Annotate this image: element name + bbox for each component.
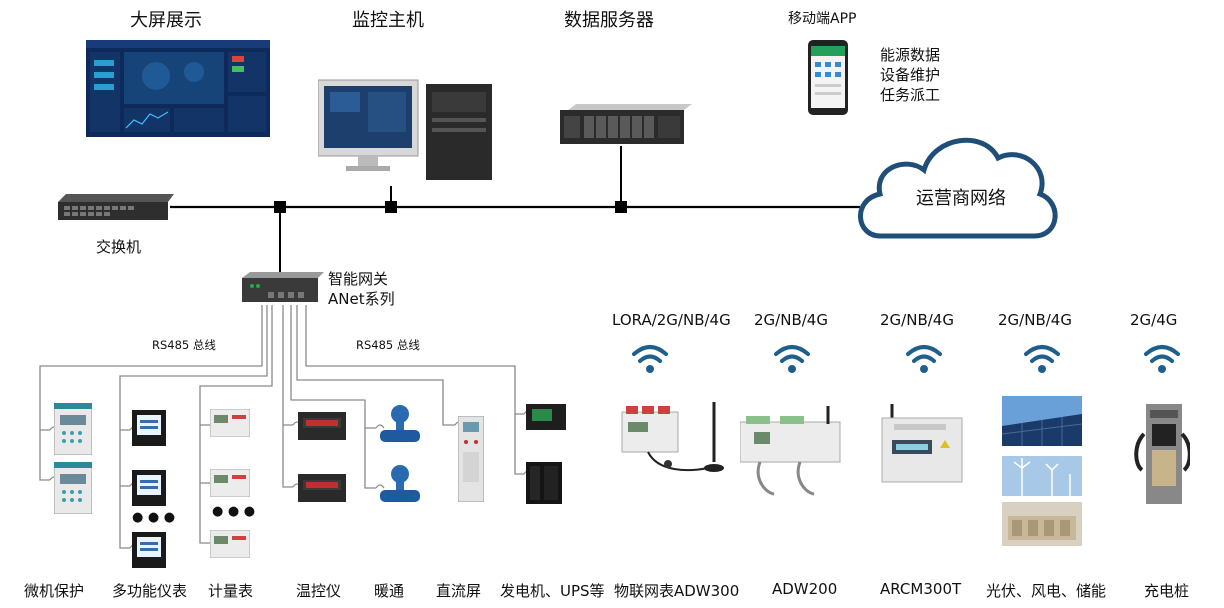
wifi-icon bbox=[632, 345, 668, 373]
wifi-icon bbox=[1144, 345, 1180, 373]
label-arcm300t: ARCM300T bbox=[880, 580, 962, 598]
charging-pile-image bbox=[1134, 404, 1190, 504]
gateway-label: 智能网关 bbox=[328, 270, 389, 288]
adw300-device-image bbox=[621, 402, 724, 472]
big-screen-label: 大屏展示 bbox=[130, 10, 202, 31]
cloud-icon bbox=[858, 137, 1058, 239]
multifunction-meter bbox=[132, 470, 166, 506]
energy-meter bbox=[210, 530, 250, 558]
monitor-host-image bbox=[318, 79, 492, 180]
wind-turbine-image bbox=[1002, 456, 1082, 496]
temperature-controller bbox=[298, 474, 346, 502]
junction-node bbox=[274, 201, 286, 213]
wifi-icon bbox=[774, 345, 810, 373]
app-feature-energy: 能源数据 bbox=[880, 46, 941, 64]
generator-controller bbox=[526, 404, 566, 430]
label-renewables: 光伏、风电、储能 bbox=[986, 582, 1107, 600]
junction-node bbox=[385, 201, 397, 213]
wifi-icon bbox=[906, 345, 942, 373]
microcomputer-protection-device bbox=[54, 462, 92, 514]
adw200-device-image bbox=[740, 406, 841, 496]
wifi-icon bbox=[1024, 345, 1060, 373]
data-server-label: 数据服务器 bbox=[564, 10, 654, 31]
gateway-series-label: ANet系列 bbox=[328, 290, 395, 308]
label-multifunction-meter: 多功能仪表 bbox=[112, 582, 188, 600]
wireless-protocol-adw300: LORA/2G/NB/4G bbox=[612, 311, 731, 329]
label-charging-pile: 充电桩 bbox=[1144, 582, 1190, 600]
label-hvac: 暖通 bbox=[374, 582, 405, 600]
label-generator-ups: 发电机、UPS等 bbox=[500, 582, 605, 600]
label-microcomputer-protection: 微机保护 bbox=[24, 582, 85, 600]
multifunction-meter bbox=[132, 532, 166, 568]
dashboard-screen-image bbox=[86, 40, 270, 137]
hvac-flowmeter bbox=[380, 405, 420, 442]
mobile-phone-image bbox=[808, 40, 848, 115]
arcm300t-device-image bbox=[881, 404, 963, 483]
ellipsis-meters: ● ● ● bbox=[132, 510, 176, 525]
label-dc-panel: 直流屏 bbox=[436, 582, 482, 600]
data-server-image bbox=[560, 104, 692, 144]
energy-meter bbox=[210, 469, 250, 497]
label-energy-meter: 计量表 bbox=[208, 582, 254, 600]
switch-label: 交换机 bbox=[96, 238, 142, 256]
app-feature-dispatch: 任务派工 bbox=[880, 86, 941, 104]
rs485-bus-label-left: RS485 总线 bbox=[152, 338, 216, 352]
label-adw300: 物联网表ADW300 bbox=[614, 582, 740, 600]
switch-image bbox=[58, 194, 174, 220]
label-adw200: ADW200 bbox=[772, 580, 838, 598]
microcomputer-protection-device bbox=[54, 403, 92, 455]
hvac-flowmeter bbox=[380, 465, 420, 502]
rs485-bus-label-right: RS485 总线 bbox=[356, 338, 420, 352]
dc-panel-cabinet bbox=[458, 416, 484, 502]
label-temperature-controller: 温控仪 bbox=[296, 582, 342, 600]
wireless-protocol-adw200: 2G/NB/4G bbox=[754, 311, 828, 329]
solar-panel-image bbox=[1002, 396, 1082, 446]
app-feature-maintenance: 设备维护 bbox=[880, 66, 941, 84]
monitor-host-label: 监控主机 bbox=[352, 10, 424, 31]
ellipsis-energy-meters: ● ● ● bbox=[212, 504, 256, 519]
wireless-protocol-charger: 2G/4G bbox=[1130, 311, 1178, 329]
temperature-controller bbox=[298, 412, 346, 440]
mobile-app-label: 移动端APP bbox=[788, 11, 857, 27]
junction-node bbox=[615, 201, 627, 213]
energy-meter bbox=[210, 409, 250, 437]
wireless-protocol-arcm300t: 2G/NB/4G bbox=[880, 311, 954, 329]
energy-storage-image bbox=[1002, 502, 1082, 546]
multifunction-meter bbox=[132, 410, 166, 446]
ups-unit bbox=[526, 462, 562, 504]
carrier-network-label: 运营商网络 bbox=[916, 188, 1006, 209]
gateway-image bbox=[242, 272, 324, 302]
wireless-protocol-renewables: 2G/NB/4G bbox=[998, 311, 1072, 329]
